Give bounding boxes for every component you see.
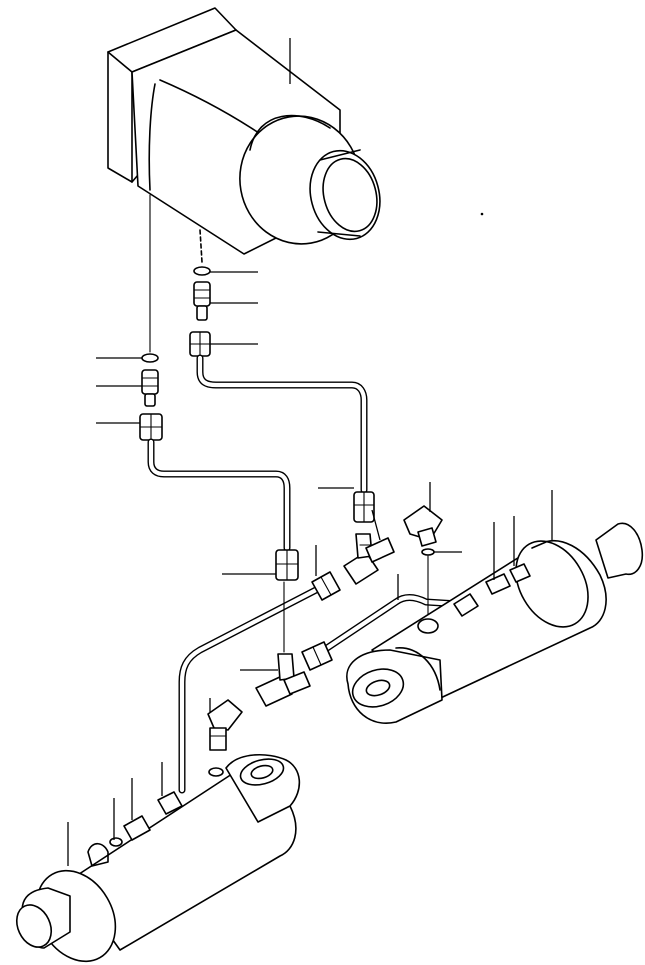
motor-housing xyxy=(107,7,381,255)
tee-fitting-upper xyxy=(343,533,395,585)
fitting-stack-upper-right xyxy=(189,229,211,357)
fitting-stack-upper-left xyxy=(139,194,163,441)
leaders-left-cylinder xyxy=(67,762,163,866)
stray-dot xyxy=(480,212,484,216)
hydraulic-cylinder-left xyxy=(15,753,301,963)
leaders-right-cylinder xyxy=(397,490,553,600)
tee-fitting-lower xyxy=(255,653,311,707)
pipe-lower-right xyxy=(314,594,462,658)
nut-right-pipe-end xyxy=(353,491,375,523)
pipe-upper-right xyxy=(196,354,368,494)
pipe-upper-left xyxy=(147,438,291,552)
nut-lower-right-pipe xyxy=(301,641,333,671)
elbow-fitting-lower xyxy=(207,699,243,777)
hydraulic-cylinder-right xyxy=(346,522,644,724)
nut-lower-left-pipe xyxy=(311,571,341,601)
elbow-fitting-upper xyxy=(403,505,443,556)
pipe-lower-left xyxy=(178,586,320,794)
leader-tee-upper xyxy=(371,509,381,541)
nut-left-pipe-end xyxy=(275,549,299,581)
leaders-upper-left xyxy=(96,357,142,424)
leaders-upper-right xyxy=(210,271,258,345)
